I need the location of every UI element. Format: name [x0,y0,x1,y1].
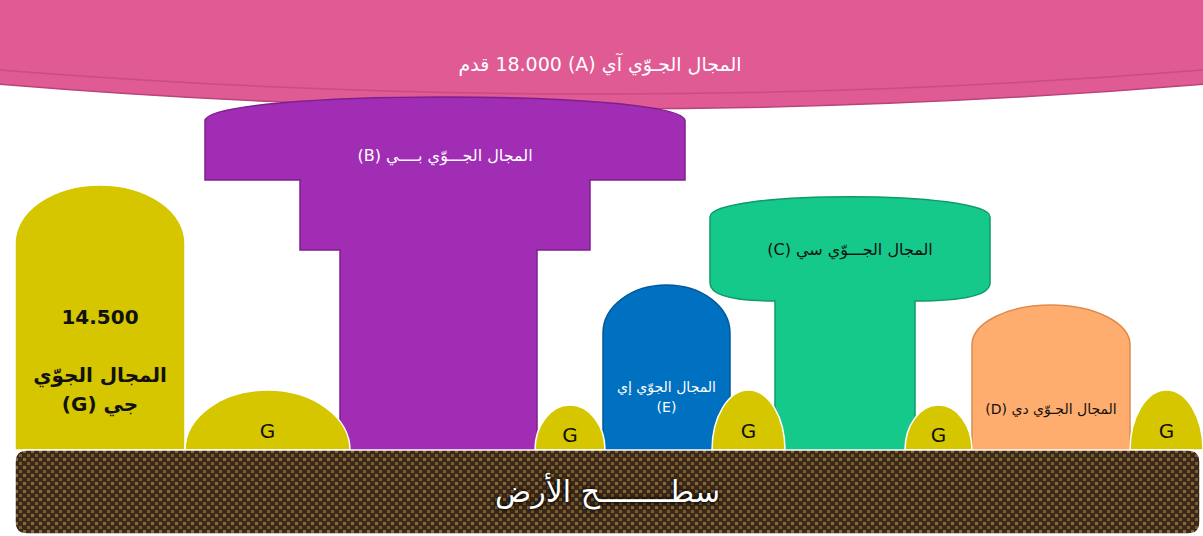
airspace-label: G [712,416,785,446]
airspace-g-column: 14.500 المجال الجوّي جي (G) [15,185,185,450]
shape-fill [712,390,785,450]
airspace-label: G [905,420,972,450]
shape-fill [0,0,1203,109]
shape-fill [185,390,350,450]
shape-fill [972,305,1130,450]
airspace-g-mound: G [535,405,605,450]
airspace-label: المجال الجوّي جي (G) [27,340,173,440]
airspace-g-mound: G [1130,390,1203,450]
airspace-label: G [185,416,350,446]
airspace-label: المجال الجوّي إي (E) [611,357,722,437]
airspace-label: المجال الجـوّي دي (D) [982,371,1120,447]
airspace-g-mound: G [905,405,972,450]
shape-fill [15,450,1200,534]
airspace-label: 14.500 [25,300,175,334]
shape-fill [710,197,990,450]
shape-fill [15,185,185,450]
airspace-label: G [535,420,605,450]
airspace-label: G [1130,416,1203,446]
shape-fill [603,285,730,450]
ground-label: سطــــــــح الأرض [315,462,900,522]
airspace-g-mound: G [185,390,350,450]
shape-outline [972,305,1130,450]
airspace-label: المجال الجـــوّي بــــي (B) [245,137,645,175]
shape-fill [905,405,972,450]
airspace-label: المجال الجـــوّي سي (C) [730,229,970,271]
airspace-d-dome: المجال الجـوّي دي (D) [972,305,1130,450]
airspace-e-dome: المجال الجوّي إي (E) [603,285,730,450]
shape-outline [603,285,730,450]
airspace-label: المجال الجـوّي آي (A) 18.000 قدم [300,45,900,85]
ground-band: سطــــــــح الأرض [15,450,1200,534]
airspace-a-band: المجال الجـوّي آي (A) 18.000 قدم [0,0,1203,112]
shape-fill [1130,390,1203,450]
airspace-g-mound: G [712,390,785,450]
shape-fill [535,405,605,450]
